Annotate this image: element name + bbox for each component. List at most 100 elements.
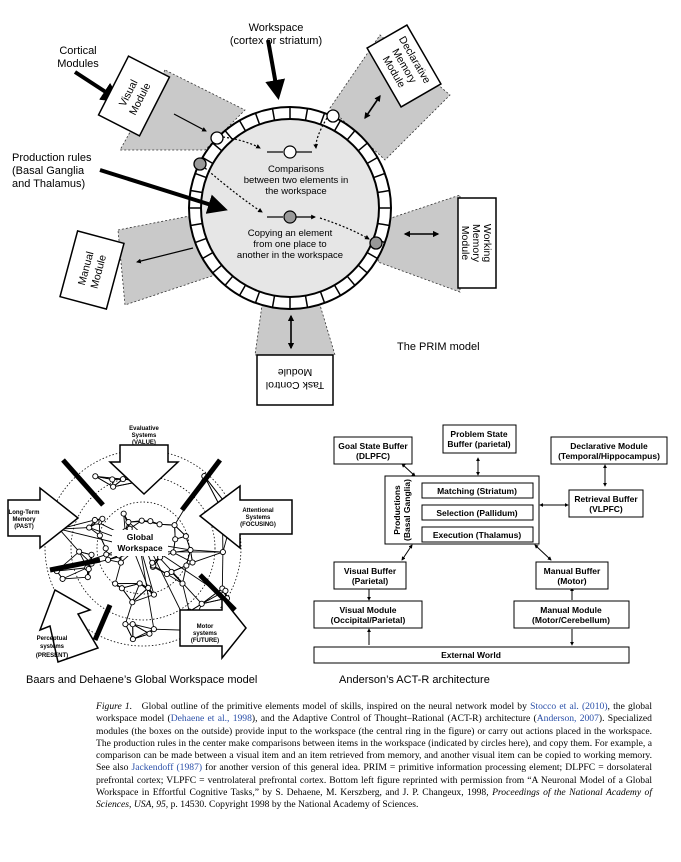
- ring-segment-tick: [304, 108, 309, 121]
- gw-arrow-attentional: [198, 484, 293, 550]
- gw-network-node: [183, 562, 190, 569]
- caption-text-6: p. 14530. Copyright 1998 by the National…: [168, 799, 419, 811]
- gw-perceptual-1: Perceptual: [37, 636, 68, 642]
- gw-network-node: [129, 636, 136, 643]
- gw-motor-1: Motor: [197, 624, 214, 630]
- comparisons-text-3: the workspace: [265, 186, 326, 197]
- gw-evaluative-3: (VALUE): [132, 440, 156, 446]
- gw-network-edge: [132, 594, 155, 603]
- caption-ref-anderson[interactable]: Anderson, 2007: [536, 713, 599, 725]
- module-manual: Manual Module: [59, 230, 125, 310]
- gw-network-edge: [173, 552, 193, 563]
- actr-manual-module-2: (Motor/Cerebellum): [532, 615, 610, 625]
- gw-motor-3: (FUTURE): [191, 638, 219, 644]
- caption-ref-stocco[interactable]: Stocco et al. (2010): [530, 701, 608, 712]
- ring-segment-tick: [190, 222, 203, 227]
- gw-longterm-2: Memory: [12, 517, 36, 523]
- gw-network-edge: [121, 582, 140, 589]
- caption-text-3: ), and the Adaptive Control of Thought–R…: [251, 713, 537, 725]
- gw-network-edge: [182, 565, 187, 584]
- actr-declarative-box: [550, 436, 668, 465]
- prim-diagram: Visual Module Declarative Memory Module …: [12, 22, 497, 406]
- module-working-label-3: Module: [459, 226, 471, 261]
- gw-network-node: [172, 536, 179, 543]
- gw-network-edge: [131, 583, 141, 603]
- gw-network-node: [125, 519, 132, 526]
- ring-segment-tick: [271, 295, 276, 308]
- ring-segment-tick: [357, 264, 368, 274]
- actr-execution-box: [421, 526, 534, 543]
- ring-segment-tick: [271, 108, 276, 121]
- actr-title: Anderson’s ACT-R architecture: [339, 674, 490, 686]
- gw-network-node: [109, 476, 116, 483]
- actr-manual-buffer-box: [535, 561, 609, 590]
- gw-title: Baars and Dehaene’s Global Workspace mod…: [26, 674, 257, 686]
- ring-segment-tick: [190, 189, 203, 194]
- gw-arrow-evaluative: [108, 444, 180, 496]
- gw-network-node: [112, 580, 119, 587]
- caption-ref-dehaene[interactable]: Dehaene et al., 1998: [170, 713, 252, 725]
- gw-network-node: [76, 548, 83, 555]
- actr-external: External World: [441, 650, 501, 660]
- gw-dotted-ring-1: [44, 449, 242, 647]
- gw-bar-4: [198, 573, 237, 612]
- gw-bar-3: [49, 557, 101, 573]
- gw-network-node: [150, 626, 157, 633]
- gw-network-node: [91, 516, 98, 524]
- module-task-label-2: Module: [278, 366, 313, 378]
- gw-network-node: [149, 559, 156, 566]
- gw-network-node: [102, 545, 109, 552]
- ring-segment-tick: [366, 251, 378, 260]
- gw-network-node: [92, 473, 99, 480]
- caption-ref-jackendoff[interactable]: Jackendoff (1987): [131, 762, 203, 774]
- gw-network-node: [150, 591, 157, 598]
- comparisons-text-1: Comparisons: [268, 164, 324, 175]
- actr-visual-buffer-box: [333, 561, 407, 590]
- actr-external-box: [313, 646, 630, 664]
- gw-network-edge: [56, 567, 88, 572]
- gw-network-node: [222, 587, 229, 594]
- ring-segment-tick: [194, 172, 207, 179]
- actr-retrieval-box: [568, 489, 644, 518]
- gw-longterm-3: (PAST): [14, 524, 34, 530]
- actr-execution: Execution (Thalamus): [433, 530, 521, 540]
- gw-bar-1: [61, 458, 105, 507]
- gw-evaluative-1: Evaluative: [129, 426, 159, 432]
- gw-evaluative-2: Systems: [132, 433, 157, 439]
- actr-retrieval-1: Retrieval Buffer: [574, 494, 638, 504]
- ring-segment-tick: [373, 172, 386, 179]
- production-pointer-arrow: [99, 168, 228, 214]
- actr-problem-box: [442, 424, 517, 454]
- gw-network-node: [182, 533, 189, 540]
- caption-text-1: Global outline of the primitive elements…: [141, 701, 527, 712]
- ring-segment-tick: [212, 264, 223, 274]
- ring-segment-tick: [202, 251, 214, 260]
- caption-text-5: for another version of this general idea…: [96, 762, 653, 799]
- actr-problem-2: Buffer (parietal): [447, 439, 510, 449]
- dotted-arrow-1: [222, 136, 261, 149]
- ring-segment-tick: [333, 284, 342, 296]
- actr-visual-buffer-1: Visual Buffer: [344, 566, 397, 576]
- ring-segment-tick: [319, 291, 326, 304]
- gw-network-node: [170, 549, 177, 556]
- actr-matching: Matching (Striatum): [437, 486, 517, 496]
- gw-perceptual-2: systems: [40, 644, 65, 650]
- workspace-label: Workspace: [249, 22, 304, 34]
- ring-segment-tick: [346, 275, 356, 286]
- caption-journal: Proceedings of the National Academy of S…: [96, 787, 653, 811]
- gw-network-node: [189, 559, 196, 566]
- actr-selection-box: [421, 504, 534, 521]
- caption-label: Figure 1.: [96, 701, 133, 712]
- prim-title: The PRIM model: [397, 341, 480, 353]
- ring-segment-tick: [202, 156, 214, 165]
- ring-segments: [189, 107, 391, 309]
- gw-network-edge: [95, 475, 114, 488]
- actr-goal-2: (DLPFC): [356, 451, 390, 461]
- gw-network-node: [171, 522, 178, 529]
- module-task-label-1: Task Control: [266, 379, 324, 391]
- comparisons-text-2: between two elements in: [244, 175, 349, 186]
- actr-visual-module-1: Visual Module: [340, 605, 397, 615]
- actr-problem-1: Problem State: [450, 429, 507, 439]
- ring-segment-tick: [238, 284, 247, 296]
- actr-diagram: Goal State Buffer (DLPFC) Problem State …: [313, 424, 668, 686]
